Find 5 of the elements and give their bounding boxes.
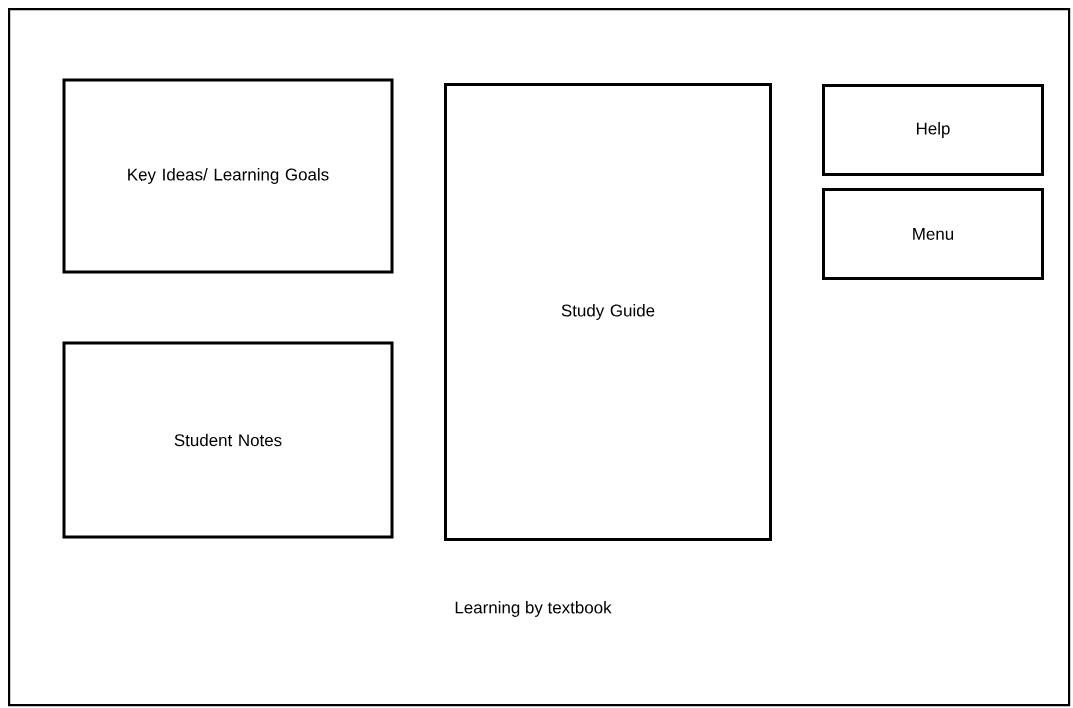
panel-box: Key Ideas/ Learning Goals bbox=[62, 78, 394, 274]
panel-box: Study Guide bbox=[444, 83, 772, 541]
panel-box: Student Notes bbox=[62, 341, 394, 539]
panel-box: Help bbox=[822, 84, 1044, 176]
panel-box: Menu bbox=[822, 188, 1044, 280]
